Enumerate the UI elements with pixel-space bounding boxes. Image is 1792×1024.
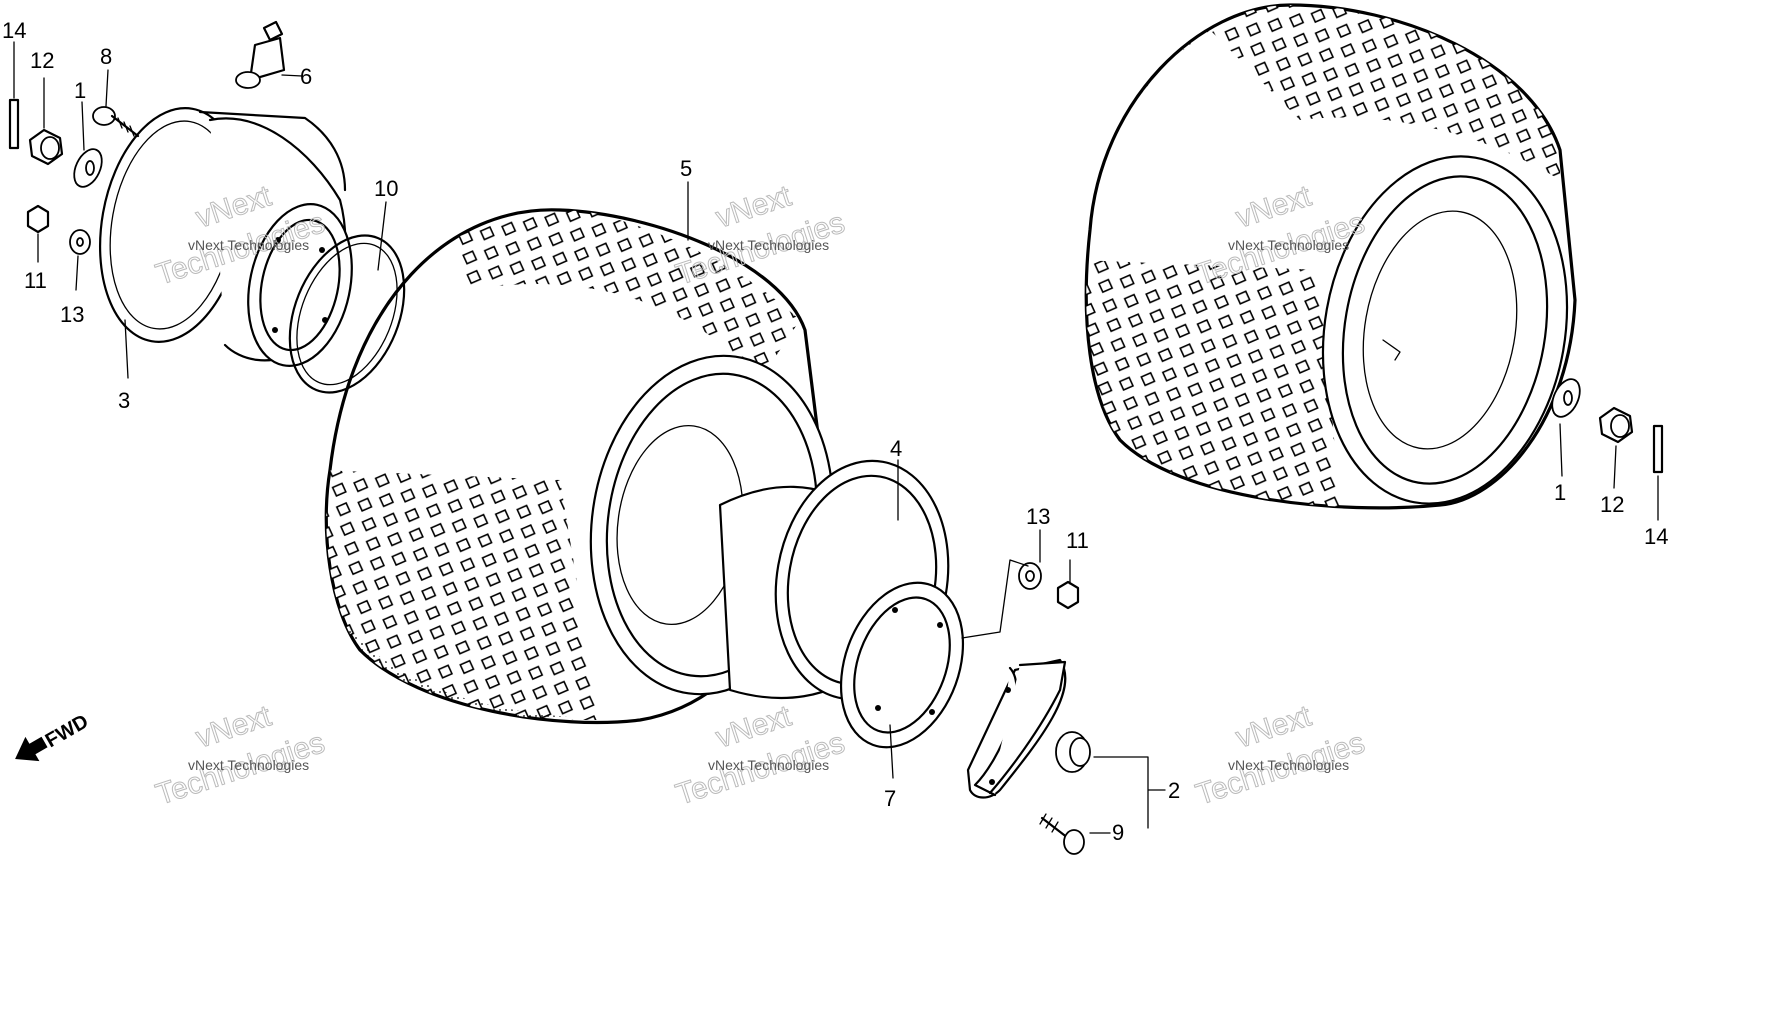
label-10: 10 (374, 176, 398, 201)
pin-14-left (8, 98, 20, 150)
label-11-mid: 11 (1066, 528, 1089, 553)
watermark-small: vNext Technologies (1228, 237, 1349, 253)
leader-lines (13, 41, 1659, 834)
pin-14-right (1652, 424, 1664, 474)
label-12-left: 12 (30, 48, 54, 73)
forward-arrow-icon (15, 736, 48, 762)
part-labels: 14 12 1 8 6 11 13 3 10 5 4 13 11 7 2 9 1… (2, 18, 1668, 845)
washer-1-left (73, 148, 103, 188)
watermark-small: vNext Technologies (188, 237, 309, 253)
nut-11-left (26, 204, 50, 234)
rim-left (98, 107, 353, 367)
forward-direction-indicator: FWD (15, 710, 92, 762)
label-11-left: 11 (24, 268, 47, 293)
label-13-mid: 13 (1026, 504, 1050, 529)
nut-12-right (1598, 406, 1634, 444)
ring-10 (288, 234, 406, 394)
washer-1-right (1551, 378, 1581, 418)
label-12-right: 12 (1600, 492, 1624, 517)
label-2: 2 (1168, 778, 1180, 803)
watermark-small: vNext Technologies (1228, 757, 1349, 773)
label-14-left: 14 (2, 18, 26, 43)
bolt-9 (1039, 813, 1085, 855)
watermark-small: vNext Technologies (708, 757, 829, 773)
nut-12-left (28, 128, 64, 166)
watermark-small: vNext Technologies (708, 237, 829, 253)
label-1-right: 1 (1554, 480, 1566, 505)
watermark-small: vNext Technologies (188, 757, 309, 773)
tire-right-assembled (1084, 3, 1577, 510)
watermark-4: vNext Technologies vNext Technologies (151, 699, 329, 812)
label-13-left: 13 (60, 302, 84, 327)
watermark-5: vNext Technologies vNext Technologies (671, 699, 849, 812)
hub-2 (966, 658, 1091, 799)
watermark-6: vNext Technologies vNext Technologies (1191, 699, 1369, 812)
hub-flange-7 (839, 581, 965, 749)
label-5: 5 (680, 156, 692, 181)
label-7: 7 (884, 786, 896, 811)
label-6: 6 (300, 64, 312, 89)
label-3: 3 (118, 388, 130, 413)
label-14-right: 14 (1644, 524, 1668, 549)
nut-11-mid (1056, 580, 1080, 610)
bolt-8 (92, 106, 140, 138)
label-8: 8 (100, 44, 112, 69)
washer-13-left (69, 229, 91, 255)
washer-13-mid (1018, 562, 1042, 590)
label-9: 9 (1112, 820, 1124, 845)
valve-stem-6 (235, 20, 286, 89)
label-4: 4 (890, 436, 902, 461)
label-1-left: 1 (74, 78, 86, 103)
forward-label: FWD (42, 710, 92, 752)
